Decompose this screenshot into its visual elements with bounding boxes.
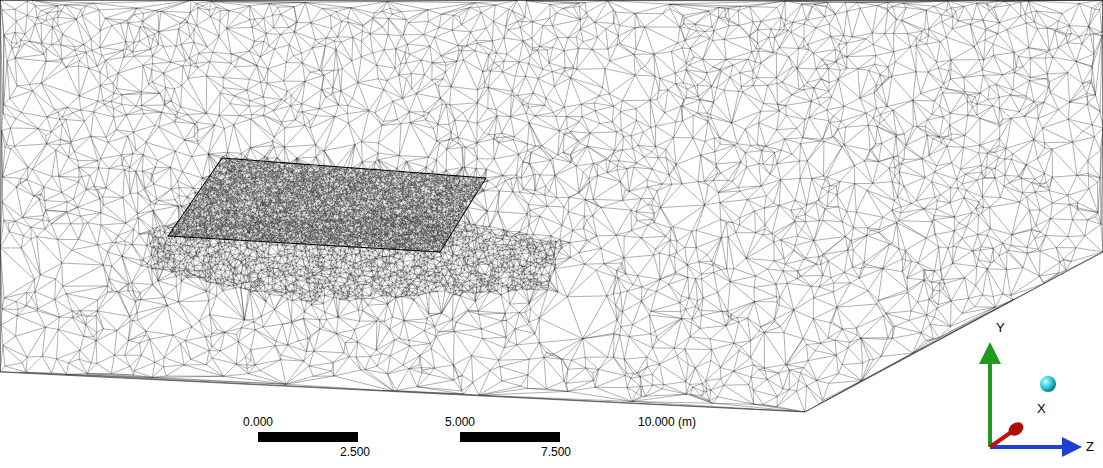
mesh-lines: [0, 0, 1103, 412]
axis-triad: [979, 342, 1082, 457]
domain-edge: [0, 252, 1103, 412]
y-axis-head: [979, 342, 1001, 364]
scale-value: 2.500: [340, 446, 370, 458]
axis-label: Z: [1086, 440, 1094, 453]
scale-value: 0.000: [243, 416, 273, 428]
scale-segment: [258, 432, 358, 442]
x-axis-head: [1006, 419, 1026, 438]
x-axis-arrow: [990, 433, 1010, 447]
axis-label: Y: [996, 321, 1005, 334]
view-sphere: [1040, 376, 1056, 392]
z-axis-head: [1062, 437, 1082, 457]
ground-mesh: [0, 0, 1103, 412]
z-axis-arrow: [990, 445, 1064, 449]
scale-value: 10.000 (m): [638, 416, 696, 428]
scale-value: 5.000: [445, 416, 475, 428]
axis-label: X: [1037, 402, 1046, 415]
roof-outline: [168, 158, 486, 252]
scale-value: 7.500: [541, 446, 571, 458]
scale-segment: [460, 432, 560, 442]
y-axis-arrow: [988, 362, 992, 447]
scale-bar: [258, 432, 560, 442]
